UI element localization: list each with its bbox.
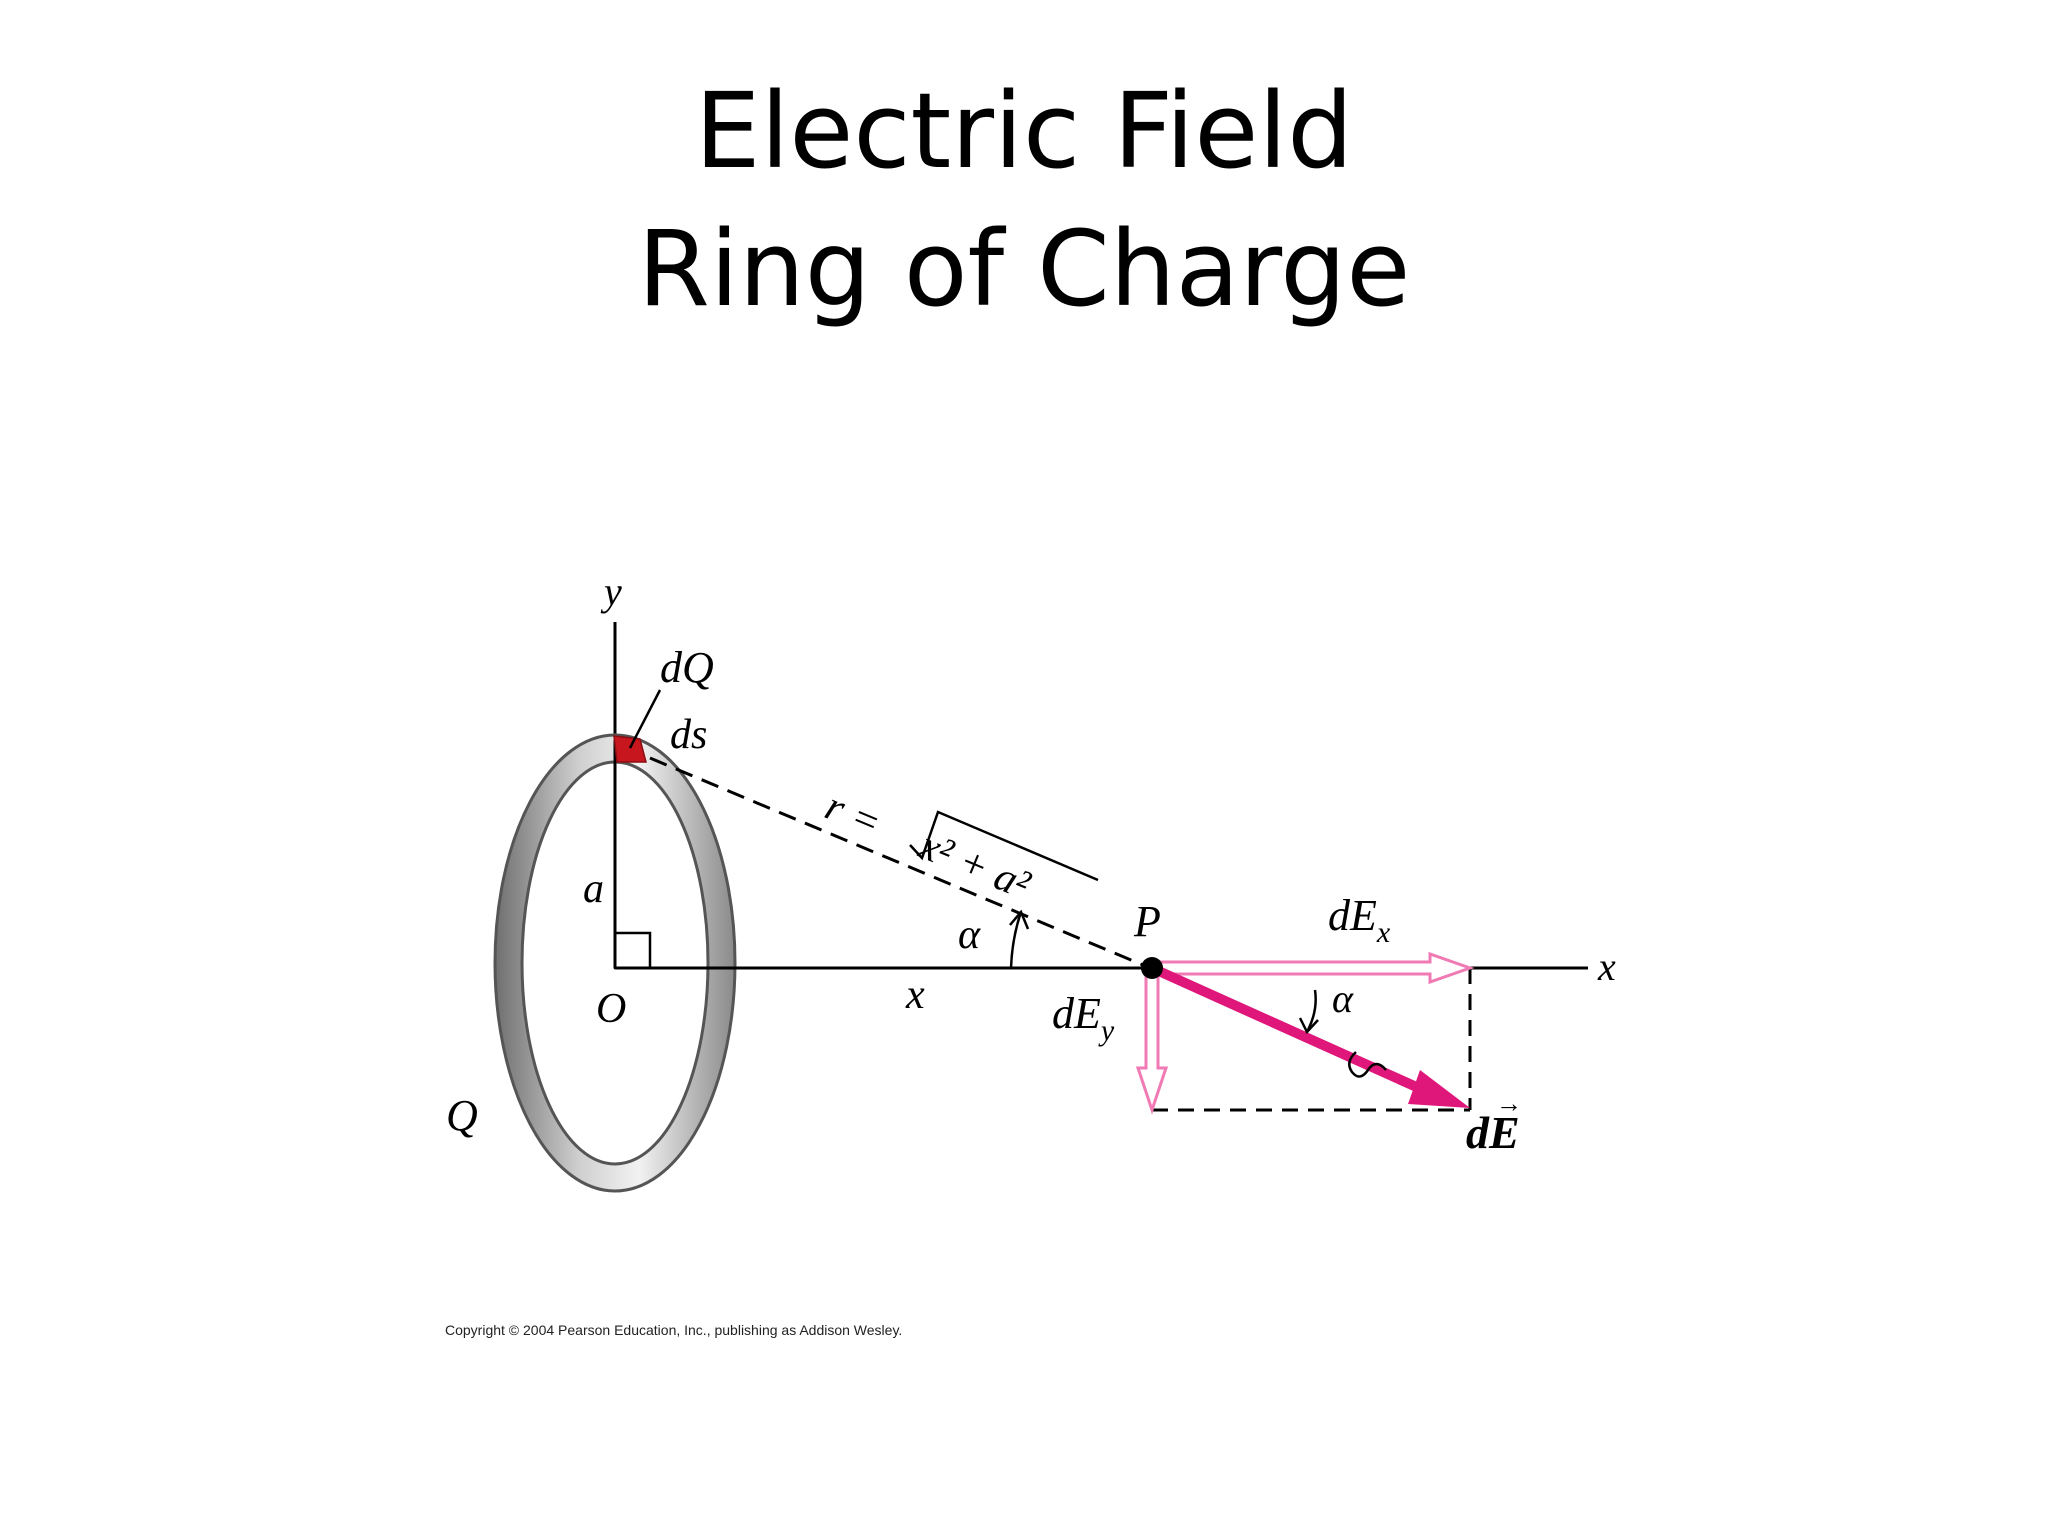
alpha-arc-left (1009, 914, 1022, 969)
dE-tick-marker (1348, 1051, 1387, 1078)
point-p (1141, 957, 1163, 979)
r-formula: r = x² + a² (819, 783, 1038, 909)
dq-label: dQ (660, 643, 714, 692)
point-p-label: P (1133, 897, 1161, 946)
alpha-arc-right-head (1298, 1017, 1319, 1035)
alpha-left-label: α (958, 912, 981, 958)
dEx-label-sub: x (1376, 916, 1391, 949)
alpha-arc-left-head (1009, 909, 1030, 930)
dEy-label-sub: y (1098, 1014, 1115, 1047)
r-dashed-line (649, 756, 1151, 970)
alpha-right-label: α (1332, 976, 1354, 1021)
slide-title: Electric Field Ring of Charge (0, 62, 2048, 338)
distance-x-label: x (905, 972, 925, 1018)
charge-element-ds (613, 735, 647, 763)
dE-arrow (1149, 963, 1470, 1108)
y-axis-label: y (600, 569, 622, 614)
dEy-arrow (1135, 966, 1169, 1115)
dE-label: dE (1466, 1107, 1520, 1158)
dq-leader-line (628, 689, 662, 749)
dEx-arrow (1150, 951, 1475, 985)
title-line-2: Ring of Charge (637, 208, 1411, 330)
title-line-1: Electric Field (694, 70, 1354, 192)
dEx-label: dEx (1328, 891, 1391, 949)
charge-label: Q (446, 1091, 478, 1140)
r-formula-prefix: r = (819, 783, 888, 847)
x-axis-label: x (1597, 944, 1616, 989)
ds-label: ds (670, 712, 707, 758)
dEy-label: dEy (1052, 989, 1115, 1047)
dEx-label-main: dE (1328, 891, 1377, 940)
origin-label: O (596, 986, 626, 1032)
dE-vector-arrow: → (1496, 1089, 1522, 1118)
radius-label: a (583, 866, 604, 912)
dEy-label-main: dE (1052, 989, 1101, 1038)
radical-sign (909, 810, 1099, 882)
alpha-arc-right (1306, 989, 1317, 1031)
right-angle-marker (613, 931, 652, 970)
copyright-notice: Copyright © 2004 Pearson Education, Inc.… (445, 1322, 903, 1338)
